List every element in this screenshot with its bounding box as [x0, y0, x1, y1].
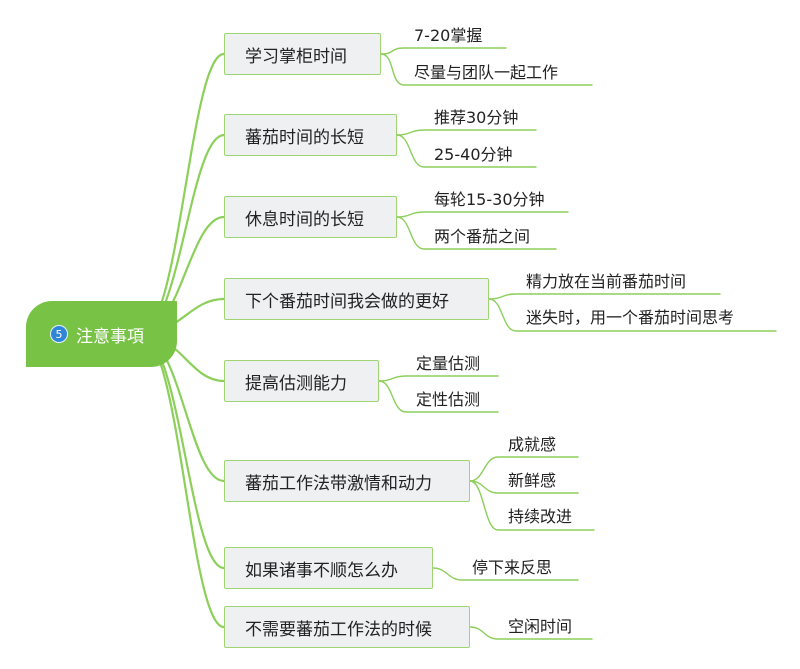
- leaf-connector: [396, 129, 537, 136]
- leaf-connector: [380, 47, 507, 55]
- leaf-connector: [378, 380, 499, 413]
- leaf-topic[interactable]: 每轮15-30分钟: [434, 190, 545, 209]
- leaf-topic[interactable]: 成就感: [508, 435, 557, 454]
- leaf-connector: [469, 626, 593, 640]
- leaf-topic[interactable]: 持续改进: [508, 507, 573, 526]
- branch-topic[interactable]: 蕃茄时间的长短: [224, 114, 397, 156]
- branch-label: 如果诸事不顺怎么办: [245, 560, 398, 581]
- branch-label: 蕃茄工作法带激情和动力: [245, 473, 432, 494]
- branch-topic[interactable]: 蕃茄工作法带激情和动力: [224, 460, 470, 502]
- leaf-connector: [396, 216, 557, 250]
- leaf-topic[interactable]: 7-20掌握: [414, 26, 483, 45]
- leaf-connector: [378, 375, 499, 382]
- branch-label: 提高估测能力: [245, 373, 347, 394]
- branch-topic[interactable]: 如果诸事不顺怎么办: [224, 547, 433, 589]
- leaf-topic[interactable]: 尽量与团队一起工作: [414, 63, 559, 82]
- number-badge-icon: 5: [50, 325, 68, 343]
- branch-label: 休息时间的长短: [245, 209, 364, 230]
- leaf-connector: [396, 211, 569, 218]
- leaf-connector: [380, 53, 593, 86]
- branch-topic[interactable]: 休息时间的长短: [224, 196, 397, 238]
- leaf-topic[interactable]: 定性估测: [416, 390, 481, 409]
- branch-label: 下个番茄时间我会做的更好: [245, 291, 449, 312]
- branch-topic[interactable]: 下个番茄时间我会做的更好: [224, 278, 489, 320]
- branch-topic[interactable]: 提高估测能力: [224, 360, 379, 402]
- leaf-connector: [469, 480, 595, 531]
- leaf-topic[interactable]: 精力放在当前番茄时间: [526, 272, 687, 291]
- leaf-topic[interactable]: 25-40分钟: [434, 145, 513, 164]
- branch-topic[interactable]: 学习掌柜时间: [224, 33, 381, 75]
- branch-connector: [138, 332, 226, 570]
- leaf-topic[interactable]: 空闲时间: [508, 617, 573, 636]
- leaf-topic[interactable]: 推荐30分钟: [434, 108, 519, 127]
- root-topic[interactable]: 5 注意事項: [26, 301, 177, 367]
- branch-connector: [138, 52, 226, 336]
- leaf-topic[interactable]: 停下来反思: [472, 558, 553, 577]
- leaf-connector: [432, 567, 579, 581]
- leaf-topic[interactable]: 定量估测: [416, 354, 481, 373]
- branch-label: 蕃茄时间的长短: [245, 127, 364, 148]
- leaf-connector: [396, 134, 537, 168]
- leaf-connector: [469, 480, 579, 494]
- root-topic-label: 注意事項: [76, 326, 144, 347]
- leaf-topic[interactable]: 两个番茄之间: [434, 227, 531, 246]
- leaf-topic[interactable]: 迷失时，用一个番茄时间思考: [526, 308, 735, 327]
- branch-label: 不需要蕃茄工作法的时候: [245, 619, 432, 640]
- branch-label: 学习掌柜时间: [245, 46, 347, 67]
- leaf-topic[interactable]: 新鲜感: [508, 471, 557, 490]
- leaf-connector: [469, 456, 579, 482]
- leaf-connector: [488, 293, 721, 300]
- leaf-connector: [488, 298, 777, 332]
- branch-topic[interactable]: 不需要蕃茄工作法的时候: [224, 606, 470, 648]
